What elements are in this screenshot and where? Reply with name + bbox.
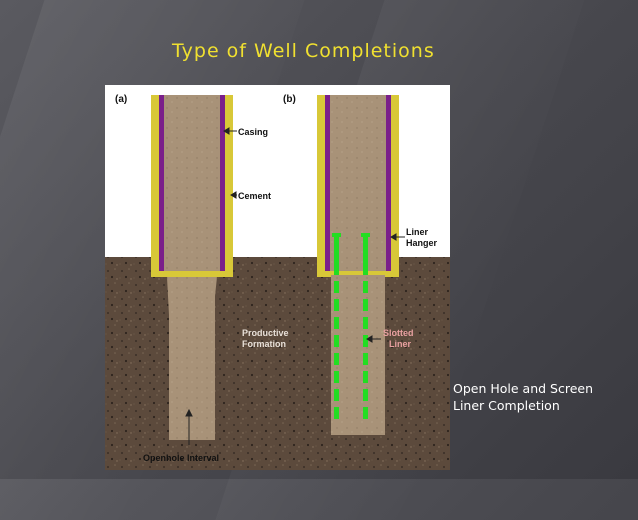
wellbore-b xyxy=(330,95,386,275)
openhole-interval-label: Openhole Interval xyxy=(143,453,219,463)
slotted-liner-label: Liner xyxy=(389,339,412,349)
diagram-svg: (a) (b) Casing Cement Liner Hanger Produ… xyxy=(105,94,450,470)
openhole-b xyxy=(331,275,385,435)
casing-b xyxy=(325,95,330,273)
cement-label: Cement xyxy=(238,191,271,201)
productive-formation-label: Formation xyxy=(242,339,286,349)
casing-a xyxy=(159,95,164,273)
openhole-a xyxy=(169,277,215,440)
panel-a-label: (a) xyxy=(115,94,127,105)
productive-formation-label: Productive xyxy=(242,328,289,338)
liner-hanger-label: Hanger xyxy=(406,238,438,248)
cement-shoe-a xyxy=(151,271,233,277)
slotted-liner xyxy=(332,233,370,419)
well-completion-diagram: (a) (b) Casing Cement Liner Hanger Produ… xyxy=(105,85,450,470)
cement-shoe-b xyxy=(317,271,399,277)
liner-hanger-label: Liner xyxy=(406,227,429,237)
cement-sheath-a xyxy=(225,95,233,277)
slotted-liner-label: Slotted xyxy=(383,328,414,338)
slide-caption: Open Hole and Screen Liner Completion xyxy=(453,380,623,414)
cement-sheath-b xyxy=(391,95,399,277)
slide-title: Type of Well Completions xyxy=(172,40,435,62)
cement-sheath-a xyxy=(151,95,159,277)
productive-formation xyxy=(105,257,450,470)
panel-b-label: (b) xyxy=(283,94,296,105)
casing-a xyxy=(220,95,225,273)
leader-lines xyxy=(185,127,405,445)
wellbore-a xyxy=(164,95,220,275)
caption-line: Liner Completion xyxy=(453,398,560,413)
caption-line: Open Hole and Screen xyxy=(453,381,594,396)
casing-label: Casing xyxy=(238,127,268,137)
cement-sheath-b xyxy=(317,95,325,277)
casing-b xyxy=(386,95,391,273)
